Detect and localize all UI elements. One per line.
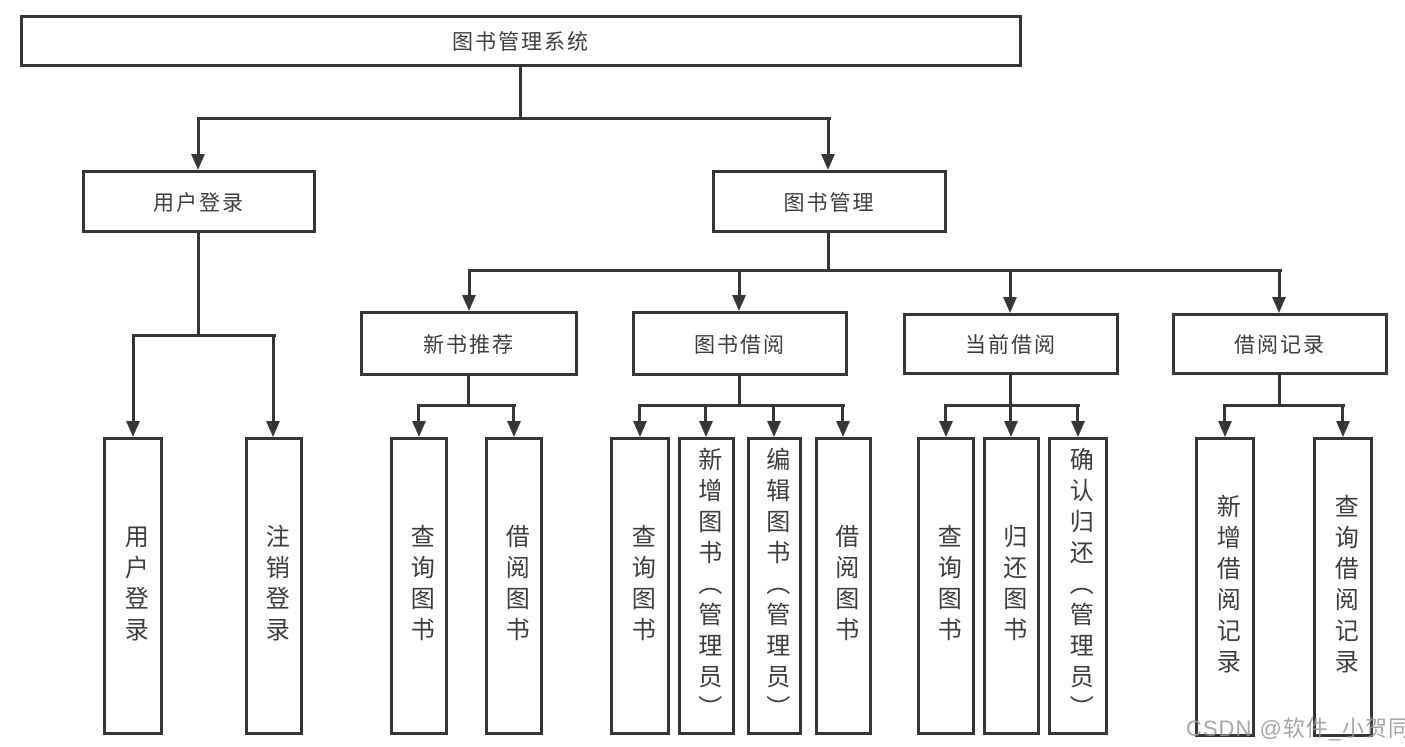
arrow-down-icon [1003,297,1017,313]
node-book-mgmt-label: 图书管理 [783,191,876,215]
connector-line [738,269,741,297]
connector-line [1009,269,1012,299]
connector-line [417,404,420,422]
arrow-down-icon [266,421,280,437]
node-root-label: 图书管理系统 [452,31,590,54]
leaf-newbook-borrow-label: 借阅图书 [501,524,529,648]
leaf-borrow-borrow-label: 借阅图书 [830,524,858,648]
connector-line [468,269,1282,272]
leaf-user-login: 用户登录 [103,437,163,735]
connector-line [638,404,641,422]
node-current-borrow-label: 当前借阅 [965,334,1057,357]
connector-line [197,117,831,120]
arrow-down-icon [507,421,521,437]
csdn-watermark: CSDN @软件_小贺同学 [1186,716,1405,741]
leaf-record-query-label: 查询借阅记录 [1330,494,1358,680]
leaf-borrow-add: 新增图书（管理员） [678,437,735,735]
connector-line [827,117,830,155]
connector-line [827,233,830,271]
arrow-down-icon [821,154,835,170]
node-borrow-record: 借阅记录 [1172,313,1388,375]
arrow-down-icon [836,421,850,437]
leaf-newbook-query: 查询图书 [390,437,448,735]
leaf-logout: 注销登录 [245,437,303,735]
connector-line [512,404,515,422]
arrow-down-icon [1336,421,1350,437]
leaf-newbook-query-label: 查询图书 [406,524,434,648]
leaf-borrow-edit: 编辑图书（管理员） [747,437,802,735]
leaf-user-login-label: 用户登录 [120,524,148,648]
leaf-borrow-borrow: 借阅图书 [815,437,872,735]
connector-line [1223,404,1226,422]
leaf-newbook-borrow: 借阅图书 [485,437,543,735]
connector-line [467,376,470,407]
leaf-current-query: 查询图书 [917,437,975,735]
node-book-borrow: 图书借阅 [632,311,848,376]
connector-line [1341,404,1344,422]
arrow-down-icon [462,295,476,311]
leaf-borrow-add-label: 新增图书（管理员） [693,446,721,726]
node-root: 图书管理系统 [20,15,1022,67]
node-borrow-record-label: 借阅记录 [1234,334,1326,357]
connector-line [738,376,741,407]
connector-line [1009,375,1012,406]
node-new-book-label: 新书推荐 [423,333,515,357]
leaf-current-confirm: 确认归还（管理员） [1048,437,1108,735]
arrow-down-icon [1004,421,1018,437]
connector-line [132,334,135,421]
arrow-down-icon [939,421,953,437]
arrow-down-icon [412,421,426,437]
arrow-down-icon [767,421,781,437]
node-new-book: 新书推荐 [360,311,578,376]
leaf-record-add-label: 新增借阅记录 [1212,494,1240,680]
leaf-borrow-query-label: 查询图书 [627,524,655,648]
arrow-down-icon [1071,421,1085,437]
connector-line [1009,404,1012,422]
connector-line [417,404,516,407]
arrow-down-icon [191,154,205,170]
connector-line [132,334,276,337]
arrow-down-icon [633,421,647,437]
connector-line [197,233,200,336]
connector-line [1223,404,1345,407]
connector-line [772,404,775,422]
leaf-current-return: 归还图书 [983,437,1040,735]
arrow-down-icon [732,295,746,311]
node-user-login-label: 用户登录 [153,191,245,215]
connector-line [841,404,844,422]
connector-line [468,269,471,297]
connector-line [704,404,707,422]
connector-line [519,66,522,119]
node-book-mgmt: 图书管理 [712,170,947,233]
leaf-borrow-query: 查询图书 [610,437,670,735]
leaf-record-query: 查询借阅记录 [1313,437,1373,737]
arrow-down-icon [699,421,713,437]
connector-line [944,404,1080,407]
node-user-login: 用户登录 [82,170,316,233]
connector-line [1278,269,1281,299]
leaf-record-add: 新增借阅记录 [1195,437,1255,737]
leaf-borrow-edit-label: 编辑图书（管理员） [761,446,789,726]
leaf-current-query-label: 查询图书 [933,524,961,648]
arrow-down-icon [1218,421,1232,437]
leaf-logout-label: 注销登录 [261,524,289,648]
connector-line [272,334,275,421]
leaf-current-confirm-label: 确认归还（管理员） [1065,446,1093,726]
connector-line [197,117,200,155]
connector-line [944,404,947,422]
connector-line [638,404,845,407]
leaf-current-return-label: 归还图书 [998,524,1026,648]
node-book-borrow-label: 图书借阅 [694,333,786,357]
node-current-borrow: 当前借阅 [903,313,1119,375]
connector-line [1278,375,1281,406]
arrow-down-icon [126,421,140,437]
connector-line [1076,404,1079,422]
arrow-down-icon [1272,297,1286,313]
